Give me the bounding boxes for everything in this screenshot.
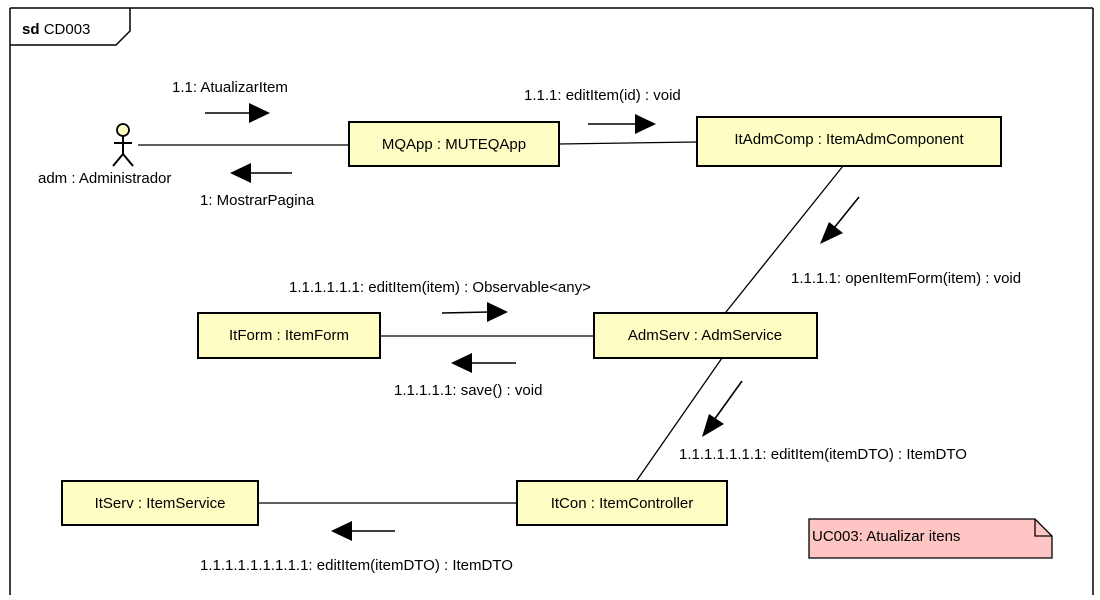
lifeline-itcon-label: ItCon : ItemController [551, 495, 694, 512]
msg-open-item-form: 1.1.1.1: openItemForm(item) : void [791, 270, 1021, 287]
link-admserv-itcon [634, 357, 723, 484]
lifeline-admserv-label: AdmServ : AdmService [628, 327, 782, 344]
lifeline-admserv[interactable]: AdmServ : AdmService [593, 312, 818, 359]
lifeline-itform[interactable]: ItForm : ItemForm [197, 312, 381, 359]
actor-administrador[interactable]: adm : Administrador [38, 123, 171, 187]
msg-edit-item-observable: 1.1.1.1.1.1: editItem(item) : Observable… [289, 279, 591, 296]
arrow-diagonal-down-left-icon [702, 380, 743, 437]
msg-edit-item-dto-controller: 1.1.1.1.1.1.1: editItem(itemDTO) : ItemD… [679, 446, 967, 463]
arrow-right-icon [441, 302, 508, 322]
links [138, 141, 844, 504]
note-shape [808, 518, 1053, 559]
frame-keyword: sd [22, 21, 40, 38]
arrow-right-icon [588, 114, 656, 134]
msg-edit-item-id: 1.1.1: editItem(id) : void [524, 87, 681, 104]
msg-mostrar-pagina: 1: MostrarPagina [200, 192, 315, 209]
msg-save: 1.1.1.1.1: save() : void [394, 382, 542, 399]
link-itadmcomp-admserv [721, 165, 844, 318]
sd-frame: sd CD003 [9, 7, 1094, 595]
note-uc003[interactable]: UC003: Atualizar itens [808, 518, 1053, 559]
message-arrows [205, 103, 860, 541]
arrow-right-icon [205, 103, 270, 123]
lifeline-itserv[interactable]: ItServ : ItemService [61, 480, 259, 526]
frame-title: sd CD003 [22, 21, 90, 38]
msg-atualizar-item: 1.1: AtualizarItem [172, 79, 288, 96]
note-text: UC003: Atualizar itens [812, 528, 960, 545]
arrow-diagonal-down-left-icon [820, 196, 860, 244]
actor-stick-figure-icon [112, 123, 134, 167]
msg-edit-item-dto-service: 1.1.1.1.1.1.1.1.1: editItem(itemDTO) : I… [200, 557, 513, 574]
lifeline-itcon[interactable]: ItCon : ItemController [516, 480, 728, 526]
lifeline-mqapp-label: MQApp : MUTEQApp [382, 136, 526, 153]
frame-name: CD003 [44, 21, 91, 38]
note-fold-icon [1034, 519, 1052, 537]
frame-tab [10, 8, 131, 46]
lifeline-mqapp[interactable]: MQApp : MUTEQApp [348, 121, 560, 167]
lifeline-itadmcomp[interactable]: ItAdmComp : ItemAdmComponent [696, 116, 1002, 167]
arrow-left-icon [451, 353, 516, 373]
arrow-left-icon [331, 521, 395, 541]
lifeline-itserv-label: ItServ : ItemService [95, 495, 226, 512]
lifeline-itform-label: ItForm : ItemForm [229, 327, 349, 344]
arrow-left-icon [230, 163, 292, 183]
link-mqapp-itadmcomp [558, 141, 698, 145]
actor-label: adm : Administrador [38, 170, 171, 187]
message-labels: 1.1: AtualizarItem 1: MostrarPagina 1.1.… [172, 79, 1021, 574]
lifeline-itadmcomp-label: ItAdmComp : ItemAdmComponent [734, 131, 964, 148]
